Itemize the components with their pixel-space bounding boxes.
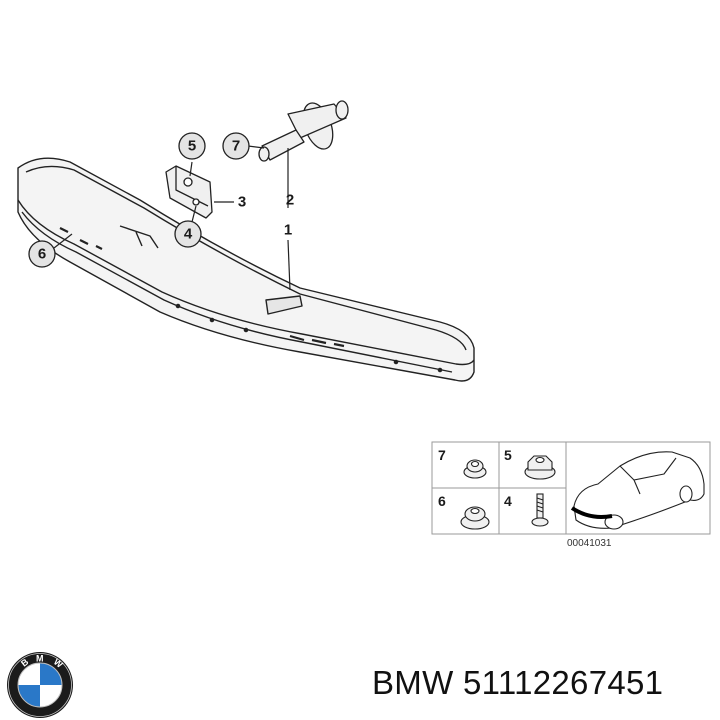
legend-label-6: 6 bbox=[438, 493, 446, 509]
impact-absorber bbox=[258, 100, 349, 162]
svg-text:6: 6 bbox=[38, 246, 46, 263]
svg-text:5: 5 bbox=[188, 138, 196, 155]
leader-line-7 bbox=[247, 145, 265, 149]
legend-label-7: 7 bbox=[438, 447, 446, 463]
bumper-carrier-part bbox=[17, 157, 475, 382]
callout-1: 1 bbox=[284, 222, 292, 239]
mounting-bracket bbox=[165, 165, 213, 219]
bolt-icon bbox=[531, 493, 549, 527]
leader-line-5 bbox=[189, 161, 193, 177]
callout-5: 5 bbox=[178, 132, 206, 160]
legend-label-5: 5 bbox=[504, 447, 512, 463]
svg-text:7: 7 bbox=[232, 138, 240, 155]
callouts bbox=[53, 145, 291, 291]
callout-3: 3 bbox=[238, 194, 246, 211]
grommet-small-icon bbox=[463, 459, 487, 479]
callout-7: 7 bbox=[222, 132, 250, 160]
legend-table: 7 5 6 4 bbox=[431, 441, 711, 549]
part-caption: BMW 51112267451 bbox=[372, 664, 663, 702]
diagram-reference-code: 00041031 bbox=[567, 538, 612, 549]
logo-letter-m: M bbox=[36, 654, 44, 664]
grommet-large-icon bbox=[460, 506, 490, 530]
callout-2: 2 bbox=[286, 192, 294, 209]
caption-brand: BMW bbox=[372, 664, 454, 701]
legend-label-4: 4 bbox=[504, 493, 512, 509]
callout-4: 4 bbox=[174, 220, 202, 248]
leader-line-1 bbox=[287, 239, 291, 291]
leader-line-4 bbox=[191, 205, 197, 223]
callout-6: 6 bbox=[28, 240, 56, 268]
bmw-roundel-icon: B M W bbox=[7, 652, 73, 718]
logo-letter-b: B bbox=[19, 656, 31, 668]
caption-part-number: 51112267451 bbox=[463, 664, 664, 701]
hex-nut-icon bbox=[524, 455, 556, 480]
leader-line-6 bbox=[53, 233, 73, 249]
svg-text:4: 4 bbox=[184, 226, 193, 243]
car-location-icon bbox=[570, 451, 705, 530]
